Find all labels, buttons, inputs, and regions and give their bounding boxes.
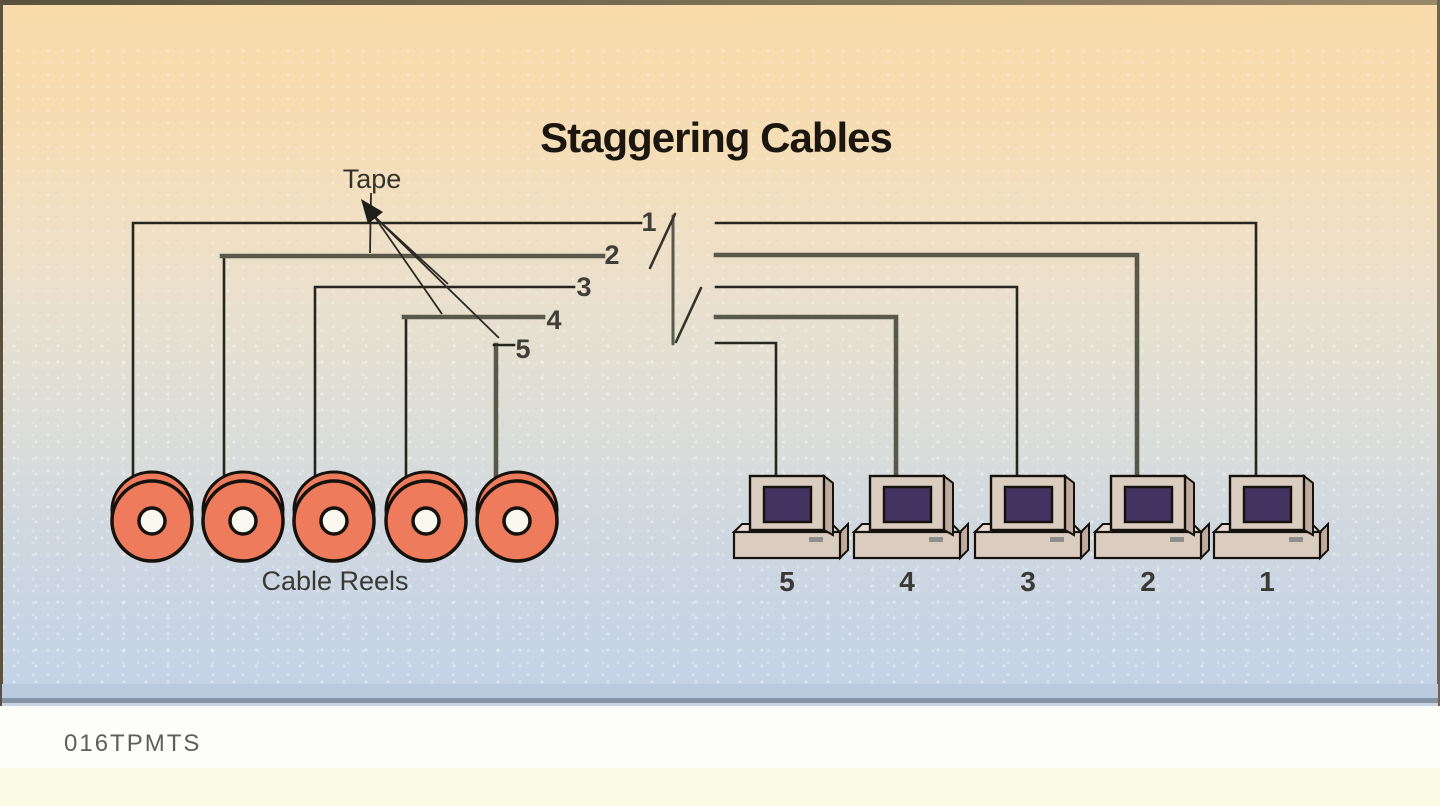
computer-label-1: 1 — [1259, 566, 1275, 597]
cable-reel-3 — [292, 470, 376, 563]
cable-reel-1 — [110, 470, 194, 563]
cable-2-right — [713, 252, 1140, 479]
cable-break-mark — [648, 212, 703, 346]
computer-2 — [1093, 474, 1211, 560]
frame-left-edge — [0, 0, 3, 706]
frame-bottom-lightline — [2, 703, 1438, 706]
frame-bottom-bar — [2, 684, 1438, 700]
frame-bottom-line — [2, 698, 1438, 703]
tape-arrow-line-2 — [373, 215, 443, 315]
computer-label-4: 4 — [899, 566, 915, 597]
computer-1 — [1212, 474, 1330, 560]
cables-right — [713, 221, 1258, 479]
tape-arrowhead — [361, 199, 383, 224]
cable-label-3: 3 — [576, 272, 591, 302]
frame-right-edge — [1437, 0, 1440, 706]
figure-code: 016TPMTS — [64, 730, 202, 757]
cable-1-right — [714, 221, 1258, 478]
tape-label: Tape — [343, 164, 402, 194]
cable-reel-4 — [384, 470, 468, 563]
tape-arrow-line-3 — [373, 215, 500, 339]
cable-label-2: 2 — [604, 240, 619, 270]
computer-label-3: 3 — [1020, 566, 1036, 597]
footer-strip — [0, 768, 1440, 806]
cable-number-labels: 1 2 3 4 5 — [515, 207, 656, 364]
cable-5-right — [714, 341, 778, 478]
figure-title: Staggering Cables — [540, 114, 892, 161]
computer-label-5: 5 — [779, 566, 795, 597]
cable-reels-label: Cable Reels — [261, 566, 408, 596]
cable-3-right — [714, 285, 1019, 478]
cable-4-right — [713, 314, 899, 479]
tape-annotation: Tape — [343, 164, 500, 339]
tape-leader-line — [369, 192, 372, 254]
computer-label-2: 2 — [1140, 566, 1156, 597]
cable-label-1: 1 — [641, 207, 656, 237]
cable-reel-2 — [201, 470, 285, 563]
computer-5 — [732, 474, 850, 560]
cable-label-5: 5 — [515, 334, 530, 364]
computer-4 — [852, 474, 970, 560]
cable-label-4: 4 — [546, 305, 561, 335]
frame-top-edge — [0, 0, 1440, 5]
computers: 5 4 3 2 1 — [732, 474, 1330, 597]
cable-3-left — [313, 285, 576, 483]
cable-reel-5 — [475, 470, 559, 563]
caption-strip: 016TPMTS — [0, 706, 1440, 768]
cable-1-left — [131, 221, 643, 483]
cable-reels: Cable Reels — [110, 470, 559, 596]
cables-left — [131, 221, 643, 484]
staggering-cables-figure: Staggering Cables 1 2 3 4 5 Tape — [0, 0, 1440, 706]
computer-3 — [973, 474, 1091, 560]
